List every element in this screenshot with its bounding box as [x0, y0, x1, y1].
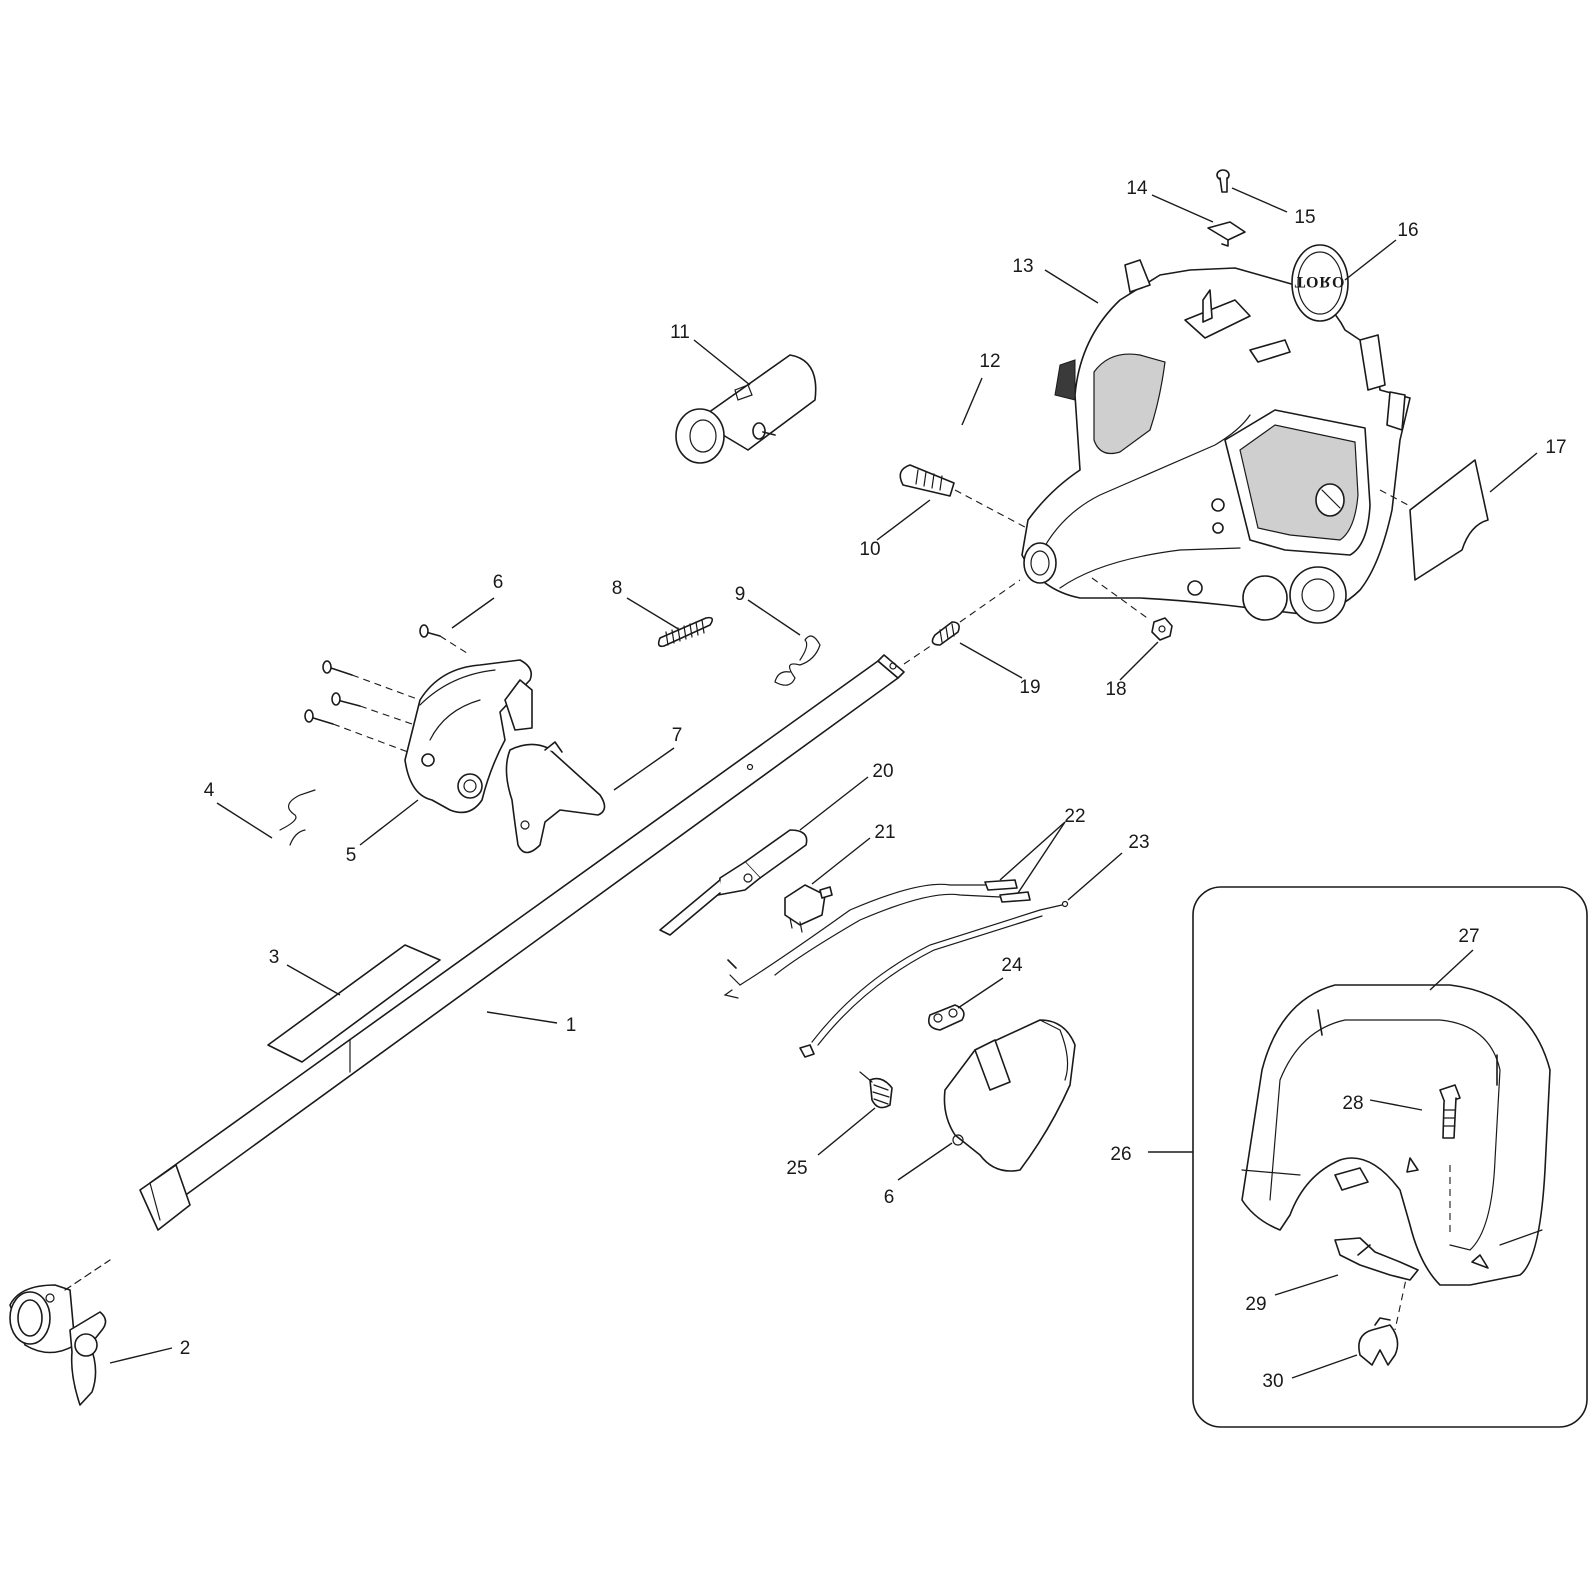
part-1-shaft[interactable] — [139, 654, 905, 1231]
part-22-wire-cables[interactable] — [723, 879, 1031, 999]
part-17-side-panel[interactable] — [1409, 459, 1489, 581]
part-4-wire-clip[interactable] — [279, 789, 316, 846]
callout-24: 24 — [1001, 955, 1023, 976]
part-5-handle-housing[interactable] — [404, 659, 533, 814]
leader-lines — [109, 187, 1538, 1379]
part-6-screw-set[interactable] — [304, 624, 441, 725]
callout-7: 7 — [672, 725, 683, 746]
callout-5: 5 — [346, 845, 357, 866]
part-7-throttle-trigger[interactable] — [505, 741, 606, 854]
part-30-retaining-clip[interactable] — [1358, 1317, 1399, 1366]
part-12-screw[interactable] — [752, 422, 776, 440]
callout-28: 28 — [1342, 1093, 1363, 1114]
part-24-grommet[interactable] — [927, 1004, 965, 1031]
callout-30: 30 — [1262, 1371, 1283, 1392]
part-6-handle-cover[interactable] — [943, 1019, 1076, 1172]
callout-12: 12 — [979, 351, 1000, 372]
callout-13: 13 — [1012, 256, 1033, 277]
logo-text: TORO — [1295, 273, 1346, 290]
callout-11: 11 — [670, 322, 690, 343]
part-18-nut[interactable] — [1151, 617, 1173, 641]
part-21-connector[interactable] — [784, 884, 833, 933]
part-19-spring[interactable] — [931, 621, 960, 646]
callout-19: 19 — [1019, 677, 1040, 698]
callout-2: 2 — [180, 1338, 191, 1359]
callout-8: 8 — [612, 578, 623, 599]
part-29-blade-plate[interactable] — [1334, 1237, 1419, 1281]
part-10-bolt[interactable] — [899, 464, 955, 497]
part-3-shaft-decal[interactable] — [267, 944, 441, 1073]
part-13-engine-assembly[interactable] — [1021, 259, 1411, 624]
part-25-torsion-spring[interactable] — [859, 1071, 893, 1109]
callout-16: 16 — [1397, 220, 1418, 241]
part-9-spring-clip[interactable] — [774, 635, 821, 686]
part-23-throttle-cable[interactable] — [799, 900, 1069, 1058]
part-15-screw[interactable] — [1216, 169, 1230, 193]
part-16-logo-decal[interactable]: TORO — [1291, 244, 1349, 322]
callout-23: 23 — [1128, 832, 1149, 853]
callout-10: 10 — [859, 539, 880, 560]
callout-21: 21 — [874, 822, 895, 843]
callout-25: 25 — [786, 1158, 807, 1179]
inset-26-guard-kit — [1192, 886, 1588, 1428]
part-27-trimmer-guard[interactable] — [1241, 984, 1551, 1286]
callout-22: 22 — [1064, 806, 1085, 827]
part-20-stop-switch-harness[interactable] — [659, 829, 808, 936]
part-28-bolt[interactable] — [1439, 1084, 1461, 1139]
callout-17: 17 — [1545, 437, 1566, 458]
callout-26: 26 — [1110, 1144, 1131, 1165]
callout-1: 1 — [566, 1015, 577, 1036]
callout-29: 29 — [1245, 1294, 1266, 1315]
callout-14: 14 — [1126, 178, 1148, 199]
callout-4: 4 — [204, 780, 215, 801]
callout-20: 20 — [872, 761, 893, 782]
callout-27: 27 — [1458, 926, 1479, 947]
part-11-shaft-sleeve[interactable] — [675, 354, 817, 464]
callout-15: 15 — [1294, 207, 1315, 228]
part-2-shaft-clamp[interactable] — [9, 1259, 111, 1406]
callout-labels: 1 2 3 4 5 6 6 7 8 9 10 11 12 13 14 15 16… — [180, 178, 1567, 1392]
callout-9: 9 — [735, 584, 746, 605]
callout-6b: 6 — [884, 1187, 895, 1208]
part-14-bracket[interactable] — [1207, 221, 1246, 247]
callout-3: 3 — [269, 947, 280, 968]
callout-18: 18 — [1105, 679, 1126, 700]
part-8-spring[interactable] — [657, 616, 714, 648]
callout-6a: 6 — [493, 572, 504, 593]
